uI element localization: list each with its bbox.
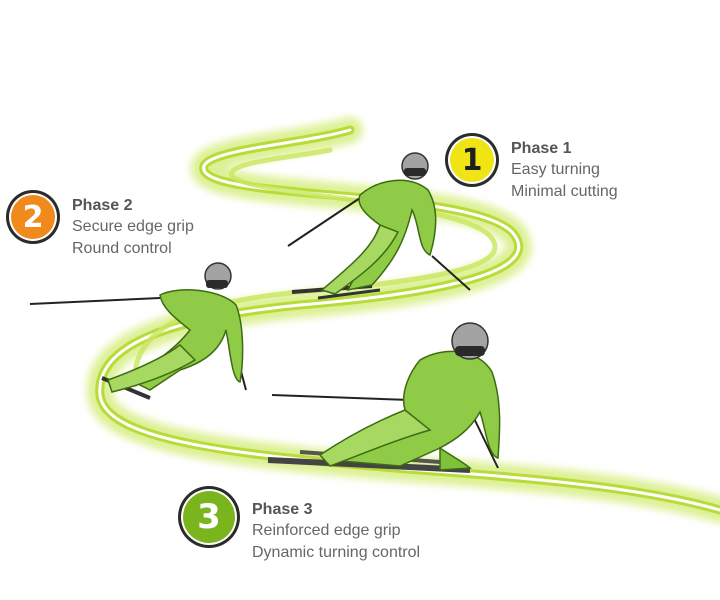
phase-3-number-badge: 3 (178, 486, 240, 548)
phase-1-line-2: Minimal cutting (511, 183, 618, 200)
phase-1-line-1: Easy turning (511, 161, 600, 178)
skier-phase-1 (287, 152, 471, 300)
phase-3-line-2: Dynamic turning control (252, 544, 421, 561)
phase-1-number-badge: 1 (445, 133, 499, 187)
phase-1-title: Phase 1 (511, 140, 572, 157)
skier-phase-2 (29, 262, 247, 400)
phase-2-line-1: Secure edge grip (72, 218, 194, 235)
phase-3-text: Phase 3 Reinforced edge grip Dynamic tur… (252, 500, 420, 564)
phase-2-title: Phase 2 (72, 197, 133, 214)
phase-1-text: Phase 1 Easy turning Minimal cutting (511, 139, 618, 203)
phase-2-line-2: Round control (72, 240, 172, 257)
phase-2-callout: 2 Phase 2 Secure edge grip Round control (6, 190, 194, 260)
phase-3-line-1: Reinforced edge grip (252, 522, 401, 539)
phase-3-callout: 3 Phase 3 Reinforced edge grip Dynamic t… (178, 486, 420, 564)
skier-phase-3 (267, 322, 501, 473)
phase-2-number-badge: 2 (6, 190, 60, 244)
phase-3-title: Phase 3 (252, 501, 313, 518)
phase-1-callout: 1 Phase 1 Easy turning Minimal cutting (445, 133, 618, 203)
phase-2-text: Phase 2 Secure edge grip Round control (72, 196, 194, 260)
